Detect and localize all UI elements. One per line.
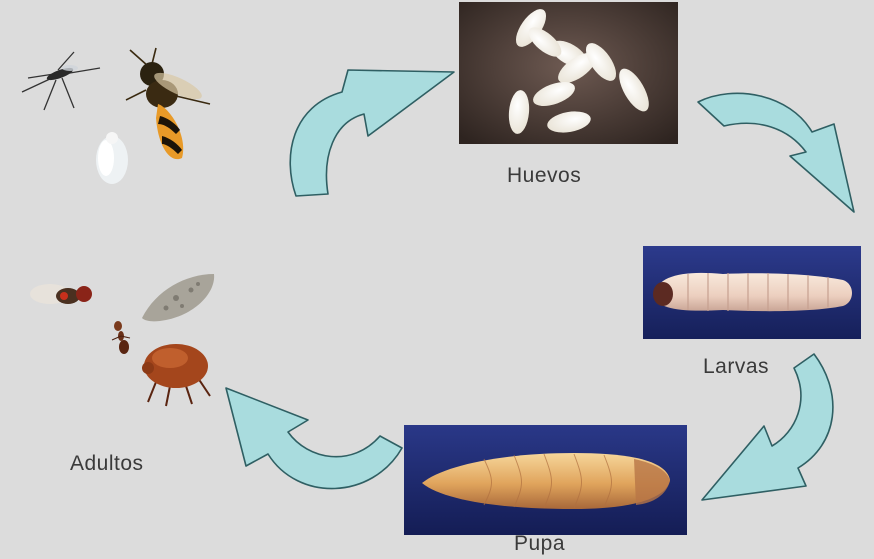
arrow-adults-to-eggs xyxy=(282,56,464,206)
arrow-eggs-to-larvae xyxy=(694,84,862,220)
larva-photo xyxy=(643,246,861,339)
eggs-label: Huevos xyxy=(507,164,581,188)
pupa-label: Pupa xyxy=(514,532,565,556)
adults-label: Adultos xyxy=(70,452,144,476)
ant-icon xyxy=(108,318,134,356)
arrow-larvae-to-pupa xyxy=(698,348,848,514)
whitefly-icon xyxy=(86,128,140,190)
mosquito-icon xyxy=(14,48,104,112)
moth-icon xyxy=(136,270,220,324)
arrow-pupa-to-adults xyxy=(222,384,406,504)
pupa-photo xyxy=(404,425,687,535)
eggs-photo xyxy=(459,2,678,144)
fly-icon xyxy=(24,278,98,312)
flea-icon xyxy=(136,338,216,408)
